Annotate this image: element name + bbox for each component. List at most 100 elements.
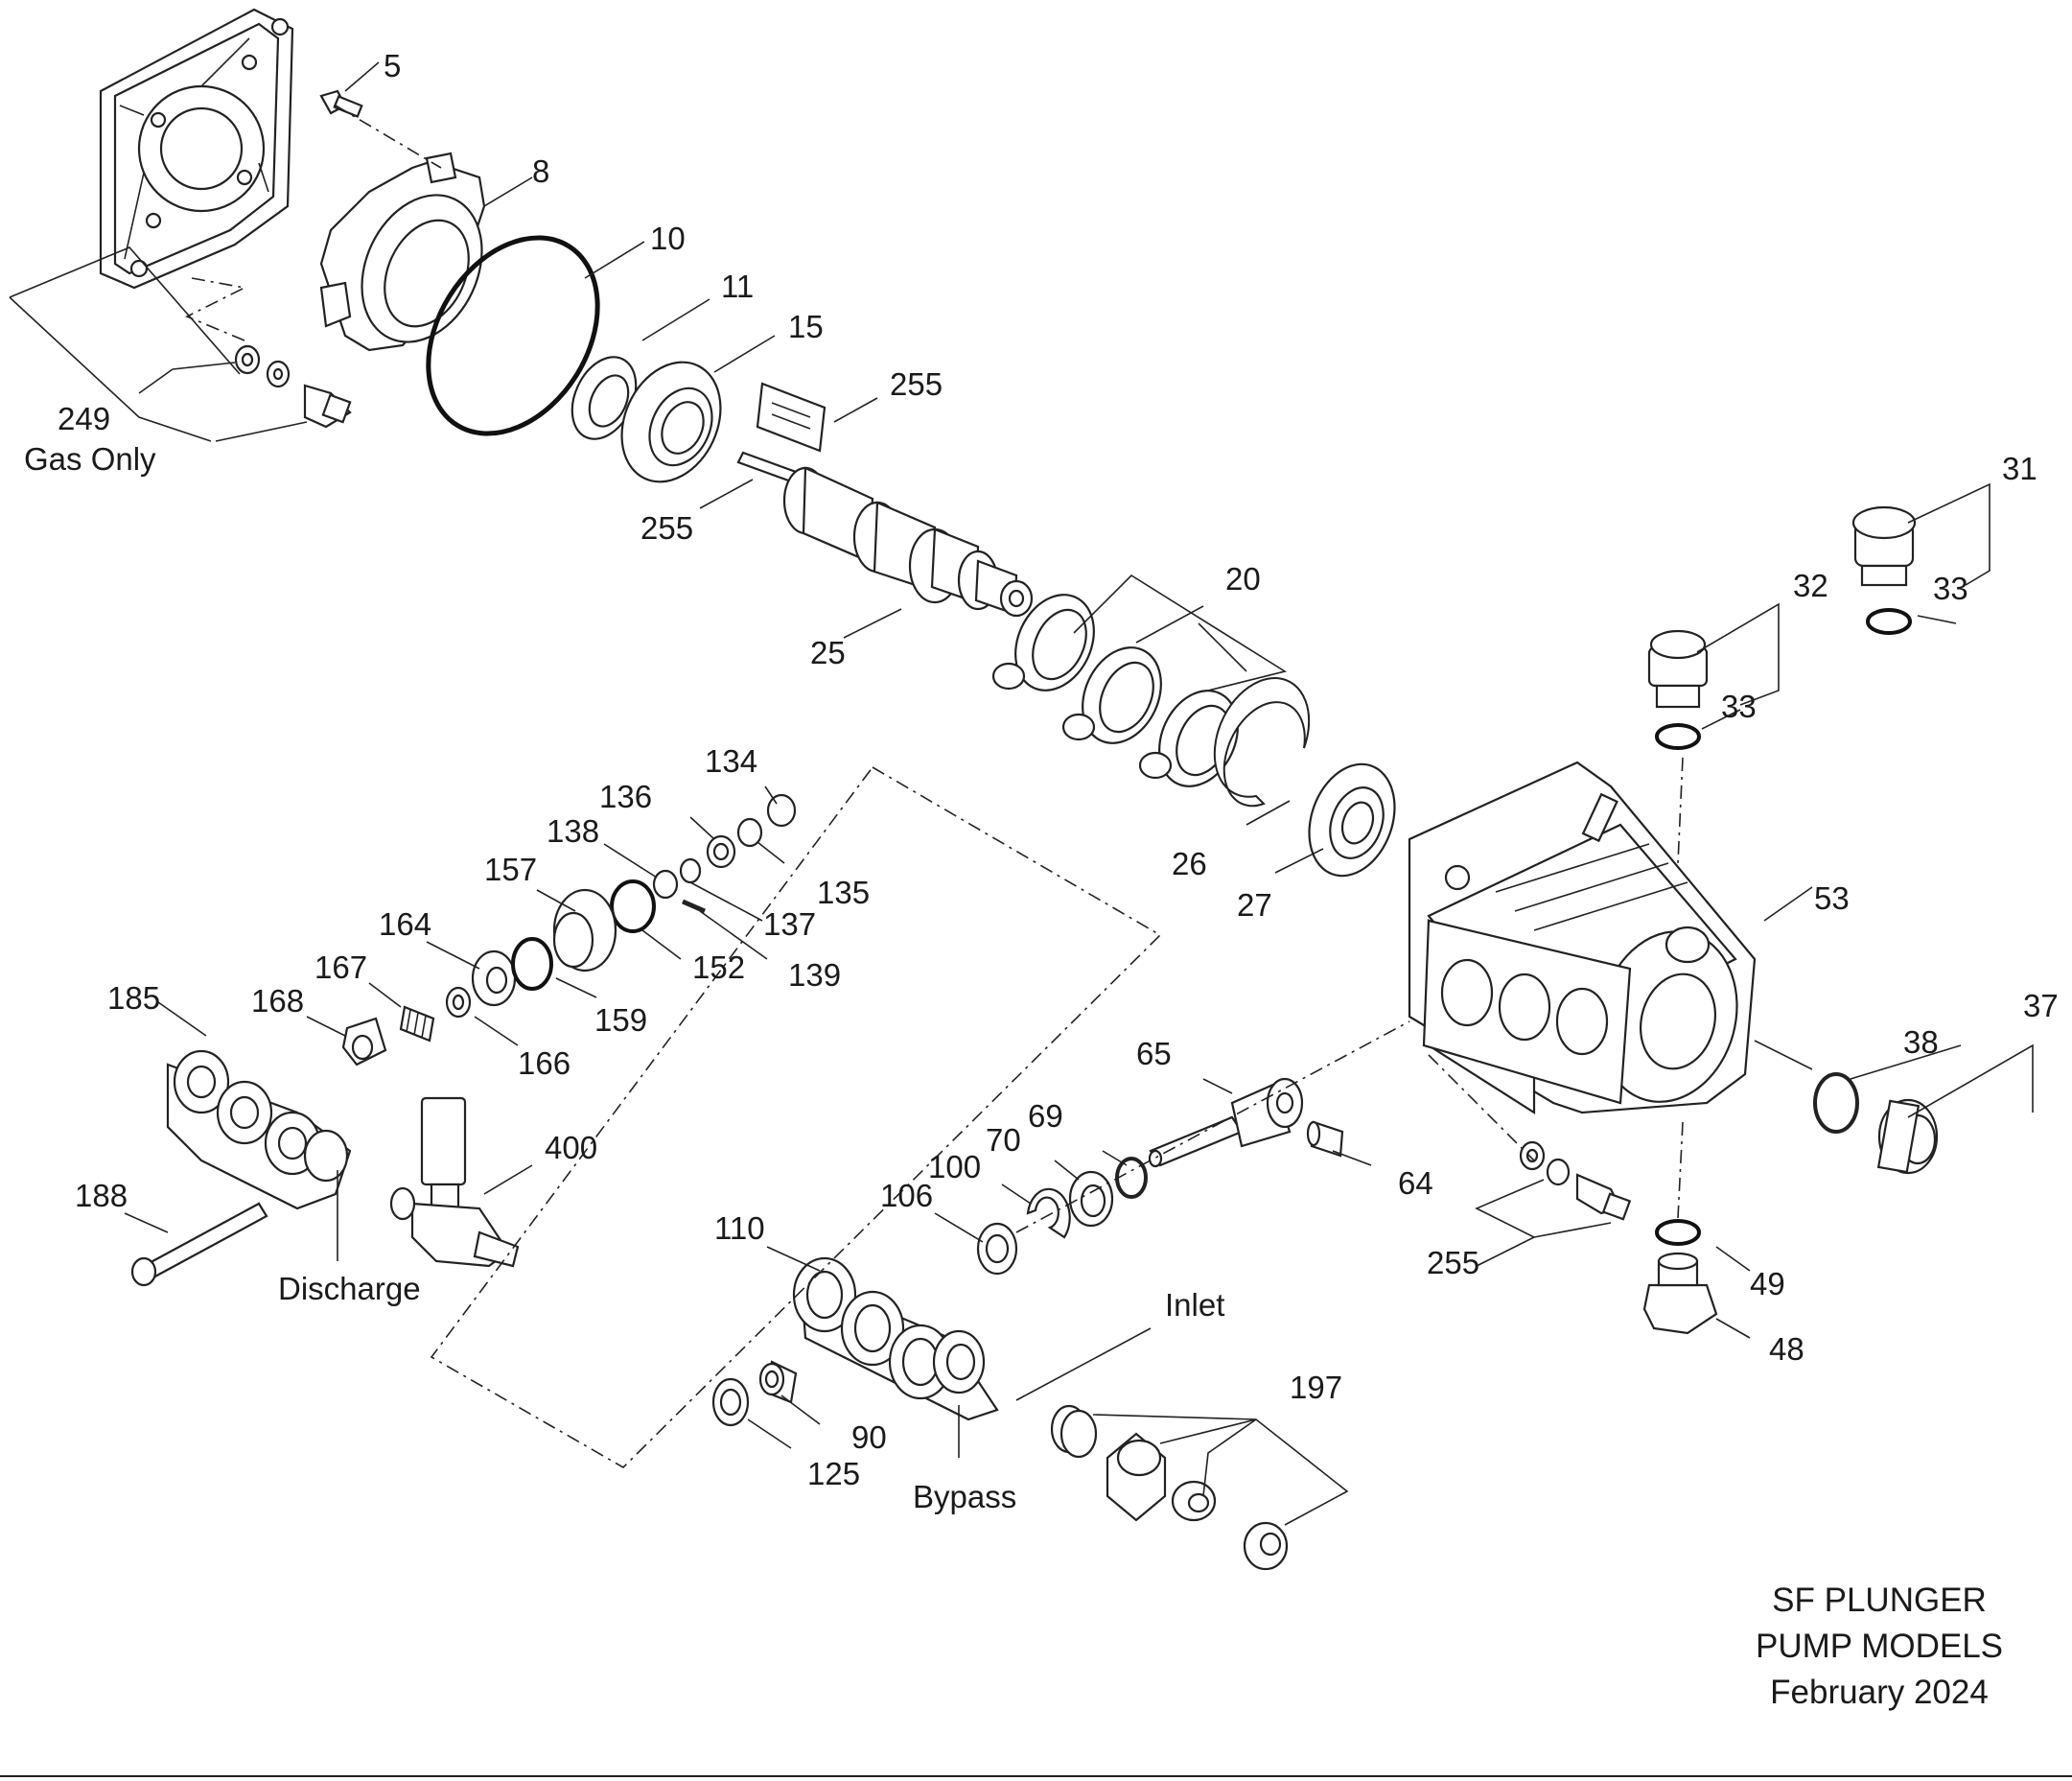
part-num-167: 167 [314, 949, 367, 985]
title-line-1: SF PLUNGER [1772, 1582, 1987, 1619]
part-num-255-key: 255 [640, 510, 693, 546]
bolt-5 [319, 89, 363, 118]
part-num-53: 53 [1814, 880, 1850, 916]
part-num-70: 70 [986, 1122, 1021, 1158]
part-num-31: 31 [2002, 451, 2037, 486]
part-num-110: 110 [714, 1210, 765, 1246]
shaft-key-255 [736, 451, 798, 483]
label-gas-only: Gas Only [24, 441, 156, 477]
part-num-188: 188 [75, 1178, 128, 1213]
part-num-159: 159 [594, 1002, 647, 1038]
part-num-37: 37 [2023, 988, 2059, 1023]
part-num-138: 138 [547, 813, 599, 849]
nut-138 [652, 869, 679, 900]
dashed-assembly-lines [185, 105, 1684, 1468]
part-num-152: 152 [692, 949, 745, 985]
seal-164 [471, 949, 517, 1007]
part-num-136: 136 [599, 779, 652, 814]
oil-cap-31 [1851, 505, 1917, 587]
part-num-26: 26 [1172, 846, 1207, 881]
washer-137 [679, 857, 702, 884]
label-inlet: Inlet [1165, 1287, 1224, 1323]
part-num-168: 168 [251, 983, 304, 1019]
gas-flange-plate [99, 8, 294, 290]
part-num-65: 65 [1136, 1036, 1172, 1071]
part-number-labels: 5 8 10 11 15 255 255 249 25 20 31 33 32 … [24, 48, 2059, 1514]
unloader-400 [389, 1096, 520, 1268]
part-num-33-top: 33 [1933, 571, 1968, 606]
part-num-134: 134 [705, 743, 757, 779]
part-num-90: 90 [851, 1419, 887, 1455]
seal-69 [1115, 1157, 1148, 1199]
o-ring-159 [511, 937, 553, 991]
leader-lines [9, 61, 2034, 1526]
flange-8 [319, 152, 486, 352]
part-num-48: 48 [1769, 1331, 1804, 1367]
part-num-15: 15 [788, 309, 824, 344]
part-num-20: 20 [1225, 561, 1261, 597]
part-num-164: 164 [379, 906, 431, 942]
washer-166 [445, 986, 472, 1019]
spring-167 [399, 1005, 435, 1043]
part-num-185: 185 [107, 980, 160, 1016]
title-line-2: PUMP MODELS [1756, 1628, 2003, 1665]
washer-bolt-set-255 [1519, 1140, 1632, 1221]
bolt-188 [130, 1202, 268, 1287]
crankcase-front-face [1422, 919, 1632, 1105]
bearing-27 [1308, 762, 1396, 878]
label-discharge: Discharge [278, 1271, 421, 1306]
wrist-pin-64 [1306, 1120, 1344, 1158]
part-num-139: 139 [788, 957, 841, 993]
part-num-11: 11 [721, 269, 754, 304]
title-line-3: February 2024 [1770, 1674, 1989, 1711]
label-bypass: Bypass [913, 1479, 1016, 1514]
o-ring-152 [610, 879, 656, 933]
pin-139 [682, 899, 706, 914]
part-num-25: 25 [810, 635, 846, 670]
o-ring-33-top [1866, 608, 1912, 635]
part-num-157: 157 [484, 852, 537, 887]
retainer-70 [1068, 1170, 1114, 1228]
o-ring-33-mid [1655, 723, 1701, 750]
head-157 [552, 888, 617, 973]
discharge-head-185 [166, 1049, 352, 1210]
snap-ring-26 [1213, 676, 1311, 808]
part-num-125: 125 [807, 1456, 860, 1491]
part-num-197: 197 [1290, 1370, 1342, 1405]
o-ring-10 [426, 235, 600, 436]
part-num-400: 400 [545, 1130, 597, 1165]
connecting-rod-set-20 [991, 594, 1239, 787]
part-num-137: 137 [763, 906, 816, 942]
plunger-65 [1148, 1077, 1304, 1168]
washer-134 [766, 793, 797, 828]
label-plate-255 [756, 382, 826, 453]
washer-lock-bolt-set [234, 344, 352, 429]
part-num-106: 106 [880, 1178, 933, 1213]
crankshaft-25 [782, 466, 1034, 618]
manifold-110 [792, 1256, 999, 1421]
part-num-255-label: 255 [890, 366, 943, 402]
part-num-38: 38 [1903, 1024, 1939, 1060]
part-num-100: 100 [928, 1149, 981, 1184]
o-ring-49 [1655, 1219, 1701, 1246]
part-num-249: 249 [58, 401, 110, 436]
drain-plug-48 [1642, 1252, 1718, 1335]
seat-125 [711, 1377, 750, 1427]
part-num-255-bolt: 255 [1427, 1245, 1479, 1280]
part-num-27: 27 [1237, 887, 1272, 923]
part-num-8: 8 [532, 153, 549, 189]
bearing-15 [620, 361, 722, 483]
spring-136 [706, 834, 736, 869]
part-num-64: 64 [1398, 1165, 1433, 1201]
part-num-166: 166 [518, 1045, 570, 1081]
part-num-135: 135 [817, 875, 870, 910]
oil-seal-11 [570, 356, 638, 440]
breather-plug-32 [1647, 629, 1709, 709]
part-num-5: 5 [384, 48, 401, 83]
valve-kit-197 [1050, 1404, 1289, 1571]
part-num-32: 32 [1793, 568, 1828, 603]
part-num-49: 49 [1750, 1266, 1785, 1301]
title-block: SF PLUNGER PUMP MODELS February 2024 [1756, 1582, 2003, 1711]
seal-106 [976, 1222, 1018, 1276]
